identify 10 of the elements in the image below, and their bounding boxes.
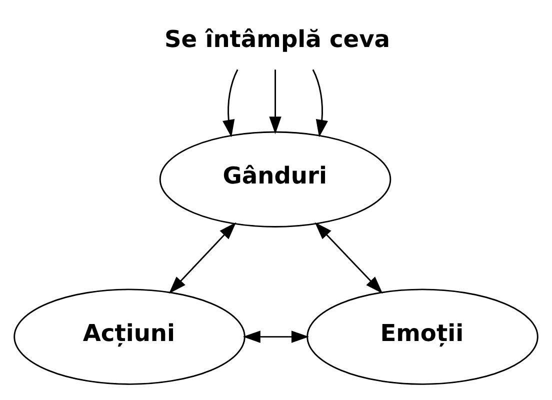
arrow (168, 222, 236, 294)
arrow (242, 330, 309, 342)
arrow (312, 68, 328, 137)
arrow (314, 222, 383, 294)
arrow (222, 68, 238, 137)
node-ellipse: Gânduri (159, 130, 392, 227)
arrow (269, 69, 282, 134)
node-ellipse: Emoții (306, 288, 538, 384)
node-ellipse: Acțiuni (14, 288, 246, 384)
node-text: Se întâmplă ceva (164, 26, 390, 53)
